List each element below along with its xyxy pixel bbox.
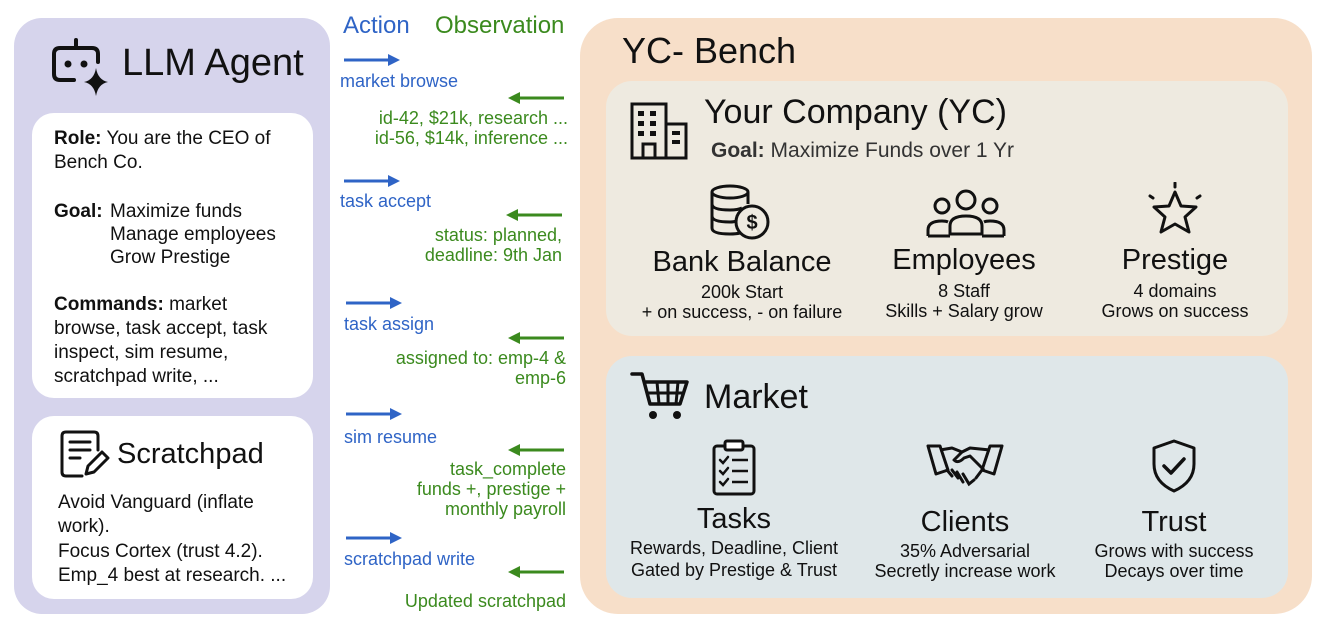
action-arrow-icon bbox=[346, 408, 402, 420]
scratchpad-line: Emp_4 best at research. ... bbox=[58, 565, 287, 586]
action-label: task accept bbox=[340, 191, 432, 211]
notepad-pencil-icon bbox=[60, 428, 110, 480]
observation-line: assigned to: emp-4 & bbox=[395, 348, 566, 368]
stat-tasks: Tasks Rewards, Deadline, Client Gated by… bbox=[630, 503, 838, 580]
stat-line: 4 domains bbox=[1133, 281, 1217, 301]
office-building-icon bbox=[628, 100, 690, 162]
observation-line: emp-6 bbox=[514, 368, 566, 388]
observation-arrow-icon bbox=[508, 92, 564, 104]
action-arrow-icon bbox=[346, 297, 402, 309]
role-line-1: Role: You are the CEO of bbox=[54, 127, 271, 151]
stat-title: Clients bbox=[920, 506, 1010, 538]
market-card bbox=[606, 356, 1288, 598]
stat-line: Grows with success bbox=[1094, 541, 1254, 561]
observation-line: funds +, prestige + bbox=[416, 479, 566, 499]
observation-text: id-42, $21k, research ... id-56, $14k, i… bbox=[375, 108, 568, 148]
bench-title: YC- Bench bbox=[622, 30, 797, 71]
stat-title: Bank Balance bbox=[652, 246, 832, 278]
coins-icon: $ bbox=[708, 184, 770, 242]
company-goal-text: Maximize Funds over 1 Yr bbox=[770, 139, 1015, 162]
commands-line-1: Commands: market bbox=[54, 293, 227, 317]
observation-line: id-42, $21k, research ... bbox=[378, 108, 568, 128]
observation-text: status: planned, deadline: 9th Jan bbox=[425, 225, 562, 265]
handshake-icon bbox=[926, 440, 1004, 492]
observation-line: deadline: 9th Jan bbox=[424, 245, 562, 265]
stat-line: 35% Adversarial bbox=[899, 541, 1031, 561]
goal-label: Goal: bbox=[54, 201, 103, 222]
observation-arrow-icon bbox=[508, 444, 564, 456]
action-header: Action bbox=[343, 12, 410, 39]
action-arrow-icon bbox=[346, 532, 402, 544]
commands-text: market bbox=[169, 294, 228, 315]
role-card bbox=[32, 113, 313, 398]
observation-arrow-icon bbox=[506, 209, 562, 221]
stat-line: + on success, - on failure bbox=[641, 302, 843, 322]
observation-text: assigned to: emp-4 & emp-6 bbox=[396, 348, 566, 388]
stat-prestige: Prestige 4 domains Grows on success bbox=[1101, 244, 1248, 321]
scratchpad-title: Scratchpad bbox=[117, 438, 264, 470]
stat-clients: Clients 35% Adversarial Secretly increas… bbox=[874, 506, 1055, 581]
goal-item: Grow Prestige bbox=[110, 247, 231, 268]
market-title: Market bbox=[704, 378, 808, 416]
action-label: task assign bbox=[344, 314, 435, 334]
action-label: market browse bbox=[340, 71, 459, 91]
star-icon bbox=[1144, 182, 1206, 240]
stat-line: Skills + Salary grow bbox=[885, 301, 1043, 321]
stat-line: Grows on success bbox=[1101, 301, 1249, 321]
commands-line: inspect, sim resume, bbox=[54, 342, 229, 363]
action-label: sim resume bbox=[344, 427, 438, 447]
action-label: scratchpad write bbox=[344, 549, 476, 569]
agent-title: LLM Agent bbox=[122, 42, 304, 84]
role-text: You are the CEO of bbox=[106, 128, 271, 149]
goal-item: Manage employees bbox=[110, 224, 276, 245]
commands-label: Commands: bbox=[54, 294, 164, 315]
stat-line: Rewards, Deadline, Client bbox=[629, 538, 839, 558]
observation-line: status: planned, bbox=[434, 225, 562, 245]
robot-sparkle-icon bbox=[48, 34, 112, 98]
stat-line: Secretly increase work bbox=[874, 561, 1056, 581]
stat-title: Prestige bbox=[1121, 244, 1229, 276]
stat-bank-balance: Bank Balance 200k Start + on success, - … bbox=[642, 246, 843, 322]
observation-line: Updated scratchpad bbox=[404, 591, 566, 611]
observation-line: monthly payroll bbox=[444, 499, 566, 519]
scratchpad-line: work). bbox=[58, 516, 110, 537]
stat-title: Employees bbox=[892, 244, 1036, 276]
action-arrow-icon bbox=[344, 175, 400, 187]
stat-line: 8 Staff bbox=[938, 281, 990, 301]
people-icon bbox=[924, 186, 1008, 240]
company-title: Your Company (YC) bbox=[704, 93, 1007, 131]
shield-check-icon bbox=[1150, 438, 1198, 494]
company-goal-label: Goal: bbox=[711, 139, 765, 162]
stat-line: Decays over time bbox=[1104, 561, 1244, 581]
observation-line: id-56, $14k, inference ... bbox=[374, 128, 568, 148]
checklist-icon bbox=[710, 438, 758, 496]
observation-arrow-icon bbox=[508, 566, 564, 578]
shopping-cart-icon bbox=[630, 370, 690, 422]
observation-text: task_complete funds +, prestige + monthl… bbox=[417, 459, 566, 519]
observation-text: Updated scratchpad bbox=[405, 591, 566, 611]
stat-trust: Trust Grows with success Decays over tim… bbox=[1094, 506, 1253, 581]
role-label: Role: bbox=[54, 128, 102, 149]
svg-text:$: $ bbox=[746, 212, 757, 234]
commands-line: browse, task accept, task bbox=[54, 318, 268, 339]
stat-employees: Employees 8 Staff Skills + Salary grow bbox=[885, 244, 1043, 321]
commands-line: scratchpad write, ... bbox=[54, 366, 219, 387]
action-arrow-icon bbox=[344, 54, 400, 66]
role-line-2: Bench Co. bbox=[54, 152, 143, 173]
company-goal: Goal: Maximize Funds over 1 Yr bbox=[711, 139, 1014, 163]
stat-title: Trust bbox=[1141, 506, 1207, 538]
observation-header: Observation bbox=[435, 12, 565, 39]
scratchpad-line: Avoid Vanguard (inflate bbox=[58, 492, 254, 513]
scratchpad-card bbox=[32, 416, 313, 599]
stat-line: 200k Start bbox=[700, 282, 784, 302]
observation-line: task_complete bbox=[449, 459, 566, 479]
stat-title: Tasks bbox=[696, 503, 772, 535]
observation-arrow-icon bbox=[508, 332, 564, 344]
goal-item: Maximize funds bbox=[110, 201, 242, 222]
stat-line: Gated by Prestige & Trust bbox=[630, 560, 838, 580]
scratchpad-line: Focus Cortex (trust 4.2). bbox=[58, 541, 263, 562]
